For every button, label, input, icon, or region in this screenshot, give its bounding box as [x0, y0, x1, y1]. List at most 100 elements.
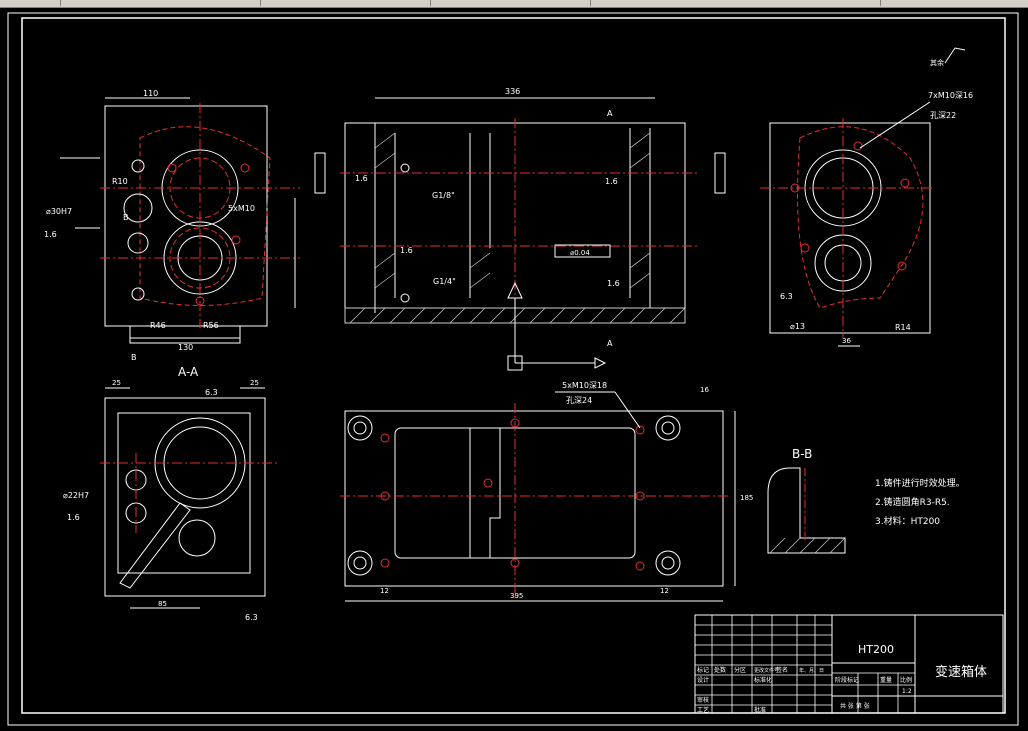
label-r46: R46	[150, 321, 166, 330]
sheet-inner-border	[21, 17, 1006, 714]
aa-outline	[104, 397, 266, 597]
tap-hole	[853, 141, 863, 151]
aa-oil-channel	[119, 502, 191, 589]
side-hole	[123, 193, 153, 223]
dim-side-width: 110	[143, 89, 158, 98]
label-flatness: ⌀0.04	[570, 249, 590, 257]
title-part-name: 变速箱体	[935, 664, 987, 680]
front-view-walls	[374, 123, 651, 313]
dim-front-width: 336	[505, 87, 520, 96]
sheet-outer-border	[7, 12, 1019, 726]
view-origin-box	[507, 355, 523, 371]
tap-hole	[167, 163, 177, 173]
cad-drawing-canvas[interactable]: 110 130 R10 ⌀30H7 1.6 5xM10 R46 R56 B B	[0, 8, 1028, 731]
thread-port	[400, 293, 410, 303]
roughness-6-3: 6.3	[245, 613, 258, 622]
dim-side-base: 130	[178, 343, 193, 352]
right-view-gasket-outline	[797, 126, 924, 309]
row-label: 年、月、日	[799, 667, 824, 674]
dim-bottom-height: 185	[740, 494, 753, 502]
roughness-1-6: 1.6	[355, 174, 368, 183]
label-holes-top-depth: 孔深22	[930, 111, 956, 120]
corner-hole	[661, 421, 675, 435]
tap-hole	[900, 178, 910, 188]
row-label: 更改文件号	[754, 667, 779, 674]
toolbar-segment[interactable]	[0, 0, 61, 6]
dim-16: 16	[700, 386, 709, 394]
toolbar-segment[interactable]	[880, 0, 1028, 6]
aa-inner	[117, 412, 251, 574]
label-holes-top: 7xM10深16	[928, 91, 973, 100]
roughness-1-6: 1.6	[44, 230, 57, 239]
dim-aa-right: 25	[250, 379, 259, 387]
section-mark-b: B	[123, 213, 129, 222]
value-scale: 1:2	[902, 688, 912, 695]
label-thread-g18: G1/8"	[432, 191, 455, 200]
label-sheets: 共 张 第 张	[840, 702, 870, 710]
dim-12: 12	[380, 587, 389, 595]
label-thread-g14: G1/4"	[433, 277, 456, 286]
side-hole	[131, 287, 145, 301]
section-mark-a: A	[607, 109, 613, 118]
bottom-view: 395 185 12 12 16 5xM10深18 孔深24	[340, 381, 753, 602]
bb-profile	[767, 467, 846, 554]
note-3: 3.材料：HT200	[875, 515, 940, 527]
note-2: 2.铸造圆角R3-R5.	[875, 496, 950, 508]
datum-box	[314, 152, 326, 194]
label-standardization: 标准化	[754, 676, 772, 684]
tap-hole	[897, 261, 907, 271]
tap-hole	[231, 235, 241, 245]
row-label: 处数	[714, 666, 726, 674]
label-5xm10: 5xM10	[228, 204, 255, 213]
right-end-view: 7xM10深16 孔深22 R14 ⌀13 6.3 其余 36	[760, 47, 973, 347]
label-r14: R14	[895, 323, 911, 332]
note-1: 1.铸件进行时效处理。	[875, 477, 965, 489]
bottom-tap-holes	[380, 418, 645, 571]
tap-hole	[240, 163, 250, 173]
row-label: 分区	[734, 666, 746, 674]
base-hatch-region	[344, 307, 686, 324]
title-block-rows	[695, 615, 915, 713]
window-toolbar-strip	[0, 0, 1028, 8]
section-mark-a: A	[607, 339, 613, 348]
roughness-general-note: 其余	[930, 58, 944, 67]
left-view-gasket-outline	[139, 126, 271, 306]
roughness-1-6: 1.6	[605, 177, 618, 186]
section-aa-view: A-A 25 25 85 ⌀22H7 1.6 6.3 6.3	[63, 365, 280, 622]
toolbar-segment[interactable]	[60, 0, 261, 6]
base-hatching	[349, 307, 686, 324]
section-title-aa: A-A	[178, 365, 199, 379]
corner-hole	[353, 556, 367, 570]
label-r56: R56	[203, 321, 219, 330]
section-mark-b: B	[131, 353, 137, 362]
dim-12: 12	[660, 587, 669, 595]
toolbar-segment[interactable]	[590, 0, 881, 6]
label-weight: 重量	[880, 676, 892, 684]
corner-boss	[347, 550, 373, 576]
thread-port	[400, 163, 410, 173]
section-bb-view: B-B	[767, 447, 846, 554]
dim-aa-left: 25	[112, 379, 121, 387]
bottom-view-outline	[344, 410, 724, 587]
corner-hole	[353, 421, 367, 435]
dim-aa-bottom: 85	[158, 600, 167, 608]
view-arrow-right	[594, 357, 607, 369]
corner-hole	[661, 556, 675, 570]
roughness-general-symbol	[944, 47, 966, 64]
left-side-view: 110 130 R10 ⌀30H7 1.6 5xM10 R46 R56 B B	[44, 89, 300, 362]
label-scale: 比例	[900, 676, 912, 684]
title-block-frame	[694, 614, 1004, 714]
label-design: 设计	[697, 676, 709, 684]
row-label: 签名	[776, 666, 788, 674]
label-holes-bottom: 5xM10深18	[562, 381, 607, 390]
label-approve: 批准	[754, 706, 766, 714]
wall-hatching	[374, 132, 651, 289]
toolbar-segment[interactable]	[430, 0, 591, 6]
roughness-1-6: 1.6	[400, 246, 413, 255]
left-view-foot	[129, 326, 241, 344]
row-label: 标记	[697, 666, 709, 674]
dim-bottom-width: 395	[510, 592, 523, 600]
left-view-outline	[104, 105, 268, 327]
toolbar-segment[interactable]	[260, 0, 431, 6]
label-dia30: ⌀30H7	[46, 207, 72, 216]
